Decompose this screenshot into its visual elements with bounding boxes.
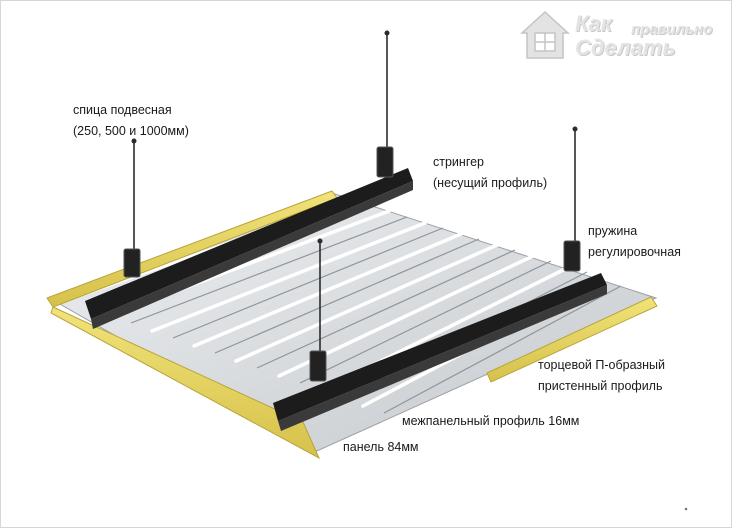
stringer-back [85, 168, 413, 319]
panel-slat [192, 232, 463, 348]
stringer-front [273, 273, 607, 421]
label-wall-profile-line1: торцевой П-образный [538, 358, 665, 372]
interpanel-profile [130, 216, 408, 324]
wall-profile-yellow-right [486, 296, 658, 383]
rod-cap [131, 138, 137, 144]
label-stringer-line2: (несущий профиль) [433, 176, 548, 190]
wall-profile-yellow-front [50, 306, 321, 460]
house-window-icon [520, 10, 570, 59]
interpanel-profile [214, 238, 480, 354]
rod-caps [131, 30, 578, 244]
panel-slat [234, 243, 499, 363]
interpanel-profile [299, 260, 552, 384]
spring-hanger [309, 350, 327, 382]
label-stringer-line1: стрингер [433, 155, 485, 169]
label-spring-line1: пружина [588, 224, 638, 238]
page-marker-dot [684, 507, 688, 511]
interpanel-profile [256, 249, 516, 369]
label-suspension-rod-line1: спица подвесная [73, 103, 172, 117]
logo-word-pravilno: правильно [631, 21, 713, 38]
stringer-back-face [91, 181, 413, 329]
spring-hanger [376, 146, 394, 178]
logo-word-sdelat: Сделать [575, 35, 676, 60]
label-panel: панель 84мм [343, 440, 419, 454]
adjustment-springs [123, 146, 581, 382]
label-suspension-rod-line2: (250, 500 и 1000мм) [73, 124, 189, 138]
rod-cap [572, 126, 578, 132]
label-spring: пружина регулировочная [588, 221, 681, 263]
panel-slat [150, 221, 427, 333]
logo-word-kak: Как [575, 11, 612, 36]
spring-hanger [123, 248, 141, 278]
interpanel-profile [383, 285, 622, 414]
label-stringer: стрингер (несущий профиль) [433, 152, 547, 194]
label-spring-line2: регулировочная [588, 245, 681, 259]
label-interpanel-profile: межпанельный профиль 16мм [402, 414, 580, 428]
spring-hanger [563, 240, 581, 272]
site-logo: Как правильно Сделать [519, 9, 727, 65]
label-suspension-rod: спица подвесная (250, 500 и 1000мм) [73, 100, 189, 142]
rod-cap [317, 238, 323, 244]
label-wall-profile-line2: пристенный профиль [538, 379, 663, 393]
suspension-rods [133, 33, 576, 355]
rod-cap [384, 30, 390, 36]
interpanel-profile [172, 227, 444, 339]
label-wall-profile: торцевой П-образный пристенный профиль [538, 355, 665, 397]
stringer-front-face [278, 285, 607, 431]
